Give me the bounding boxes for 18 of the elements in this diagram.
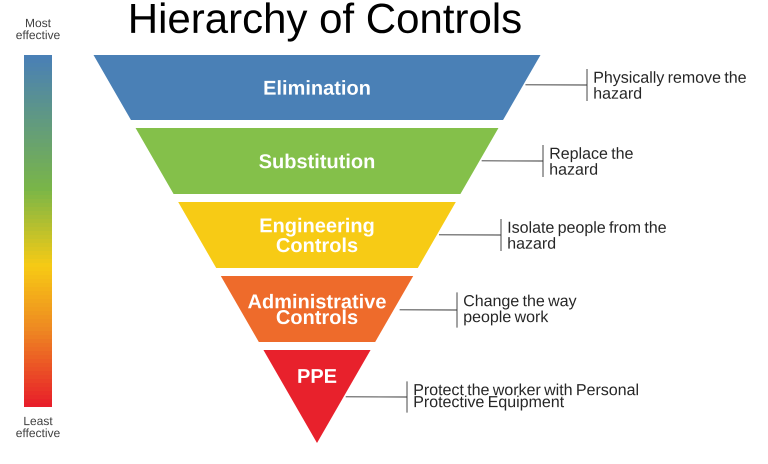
leader-line bbox=[481, 144, 544, 178]
description-text: Replace the hazard bbox=[550, 147, 633, 175]
pyramid-band: Elimination bbox=[94, 55, 540, 120]
title: Hierarchy of Controls bbox=[131, 2, 521, 42]
description-text: Change the way people work bbox=[464, 294, 577, 326]
leader-line bbox=[438, 218, 502, 252]
scale-label: Most effective bbox=[16, 18, 60, 40]
pyramid-band: Administrative Controls bbox=[220, 276, 414, 342]
leader-line bbox=[345, 380, 408, 414]
description-text: Isolate people from the hazard bbox=[508, 221, 666, 249]
leader-line bbox=[399, 292, 458, 328]
leader-line bbox=[524, 68, 588, 102]
pyramid-band: PPE bbox=[263, 350, 371, 443]
scale-label: Least effective bbox=[16, 416, 60, 438]
description-text: Physically remove the hazard bbox=[594, 71, 746, 99]
description-text: Protect the worker with Personal Protective Equipment bbox=[414, 384, 638, 410]
pyramid-band: Engineering Controls bbox=[178, 202, 456, 268]
pyramid-band: Substitution bbox=[136, 128, 498, 194]
